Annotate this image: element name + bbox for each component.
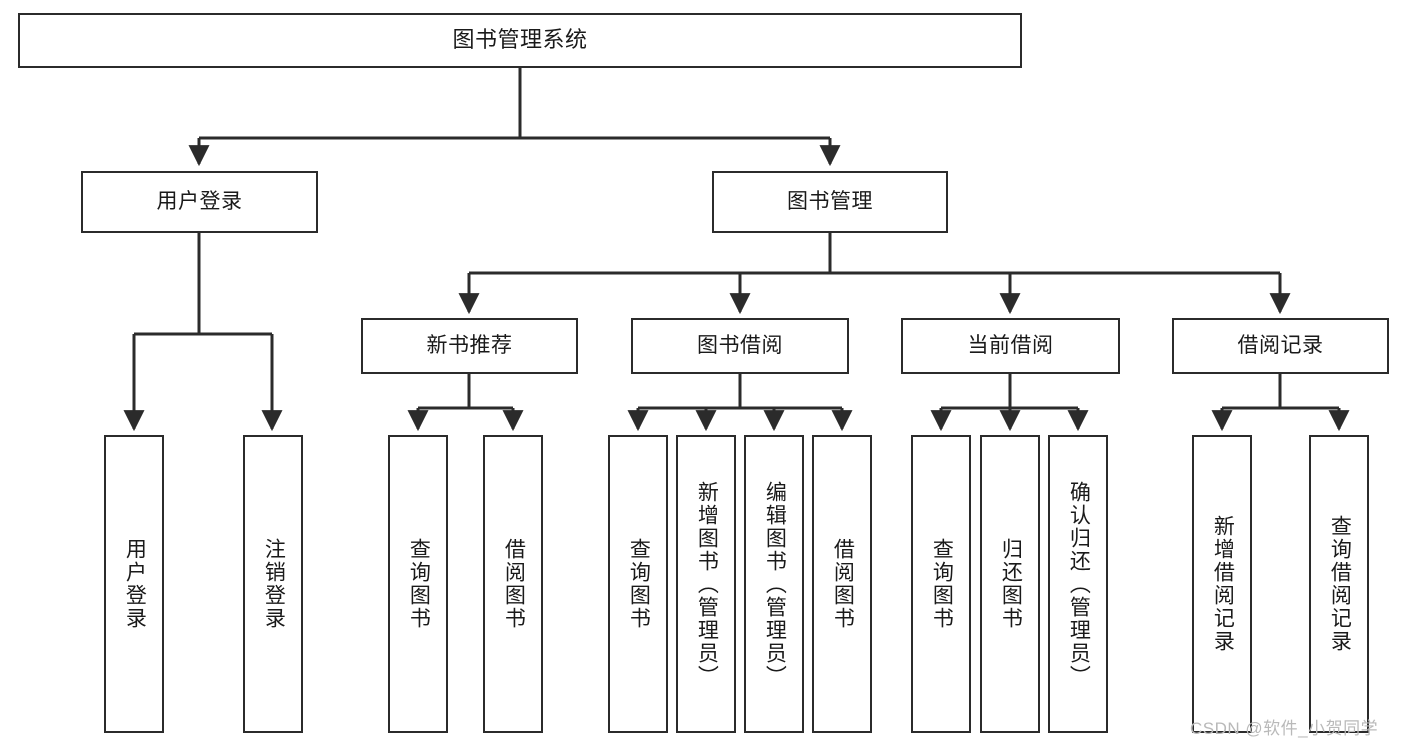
node-book-management-label: 图书管理 bbox=[787, 190, 873, 214]
csdn-watermark: CSDN @软件_小贺同学 bbox=[1190, 719, 1379, 738]
leaf-records-query-record[interactable]: 查询借阅记录 bbox=[1309, 435, 1369, 733]
leaf-records-query-record-label: 查询借阅记录 bbox=[1328, 515, 1352, 653]
leaf-newbook-borrow-book[interactable]: 借阅图书 bbox=[483, 435, 543, 733]
leaf-borrow-query-book[interactable]: 查询图书 bbox=[608, 435, 668, 733]
leaf-current-confirm-return-admin-label: 确认归还（管理员） bbox=[1067, 480, 1091, 688]
node-user-login[interactable]: 用户登录 bbox=[81, 171, 318, 233]
leaf-user-login-label: 用户登录 bbox=[123, 538, 147, 630]
node-current-borrow-label: 当前借阅 bbox=[967, 334, 1054, 358]
node-root-label: 图书管理系统 bbox=[452, 27, 588, 53]
leaf-current-confirm-return-admin[interactable]: 确认归还（管理员） bbox=[1048, 435, 1108, 733]
leaf-newbook-query-book-label: 查询图书 bbox=[407, 538, 431, 630]
leaf-borrow-add-book-admin-label: 新增图书（管理员） bbox=[695, 480, 719, 688]
leaf-borrow-edit-book-admin-label: 编辑图书（管理员） bbox=[763, 480, 787, 688]
leaf-borrow-query-book-label: 查询图书 bbox=[627, 538, 651, 630]
leaf-borrow-borrow-book-label: 借阅图书 bbox=[831, 538, 855, 630]
leaf-newbook-query-book[interactable]: 查询图书 bbox=[388, 435, 448, 733]
leaf-current-query-book-label: 查询图书 bbox=[930, 538, 954, 630]
leaf-borrow-edit-book-admin[interactable]: 编辑图书（管理员） bbox=[744, 435, 804, 733]
leaf-logout-label: 注销登录 bbox=[262, 538, 286, 630]
node-new-book-recommend-label: 新书推荐 bbox=[426, 334, 513, 358]
node-borrow-records-label: 借阅记录 bbox=[1237, 334, 1324, 358]
node-book-borrow-label: 图书借阅 bbox=[697, 334, 783, 358]
leaf-newbook-borrow-book-label: 借阅图书 bbox=[502, 538, 526, 630]
node-new-book-recommend[interactable]: 新书推荐 bbox=[361, 318, 578, 374]
node-book-borrow[interactable]: 图书借阅 bbox=[631, 318, 849, 374]
leaf-records-add-record-label: 新增借阅记录 bbox=[1211, 515, 1235, 653]
leaf-current-return-book-label: 归还图书 bbox=[999, 538, 1023, 630]
leaf-logout[interactable]: 注销登录 bbox=[243, 435, 303, 733]
node-user-login-label: 用户登录 bbox=[156, 190, 243, 214]
node-book-management[interactable]: 图书管理 bbox=[712, 171, 948, 233]
node-borrow-records[interactable]: 借阅记录 bbox=[1172, 318, 1389, 374]
leaf-records-add-record[interactable]: 新增借阅记录 bbox=[1192, 435, 1252, 733]
node-root[interactable]: 图书管理系统 bbox=[18, 13, 1022, 68]
leaf-current-query-book[interactable]: 查询图书 bbox=[911, 435, 971, 733]
leaf-borrow-add-book-admin[interactable]: 新增图书（管理员） bbox=[676, 435, 736, 733]
leaf-borrow-borrow-book[interactable]: 借阅图书 bbox=[812, 435, 872, 733]
leaf-user-login[interactable]: 用户登录 bbox=[104, 435, 164, 733]
leaf-current-return-book[interactable]: 归还图书 bbox=[980, 435, 1040, 733]
node-current-borrow[interactable]: 当前借阅 bbox=[901, 318, 1120, 374]
